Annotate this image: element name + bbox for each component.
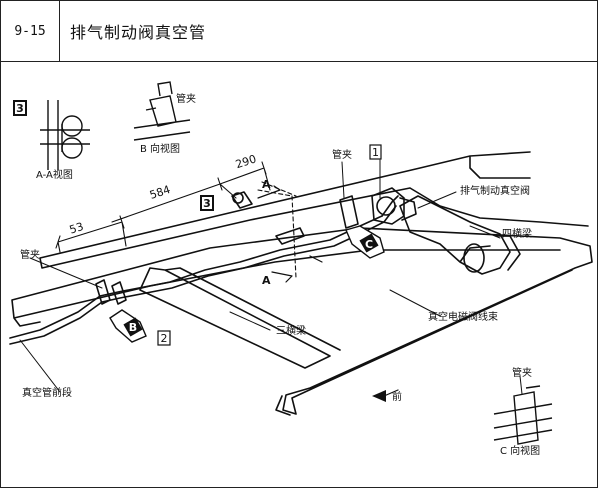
diagram-frame (0, 62, 598, 488)
front-arrow-icon (372, 390, 386, 402)
label-view-b: B 向视图 (140, 142, 180, 155)
label-clamp-c: 管夹 (512, 366, 532, 379)
section-header: 9-15 排气制动阀真空管 (0, 0, 598, 62)
callout-3a-text: 3 (16, 102, 24, 115)
crossmember-3 (139, 267, 341, 369)
left-pipe-clamp (95, 279, 127, 305)
front-side-rail (11, 227, 593, 415)
label-solenoid-harness: 真空电磁阀线束 (428, 310, 498, 323)
callout-1-text: 1 (372, 146, 379, 159)
label-clamp-top: 管夹 (332, 148, 352, 161)
label-clamp-left: 管夹 (20, 248, 40, 261)
clamp-c-view (493, 385, 553, 445)
callout-box-1: 1 (369, 144, 382, 160)
label-crossmember-3: 三横梁 (276, 324, 306, 337)
view-c-arrow-letter: C (365, 238, 373, 251)
label-view-aa: A-A视图 (36, 168, 73, 181)
section-title: 排气制动阀真空管 (70, 23, 207, 42)
section-number: 9-15 (1, 1, 60, 61)
clamp-b-view (133, 81, 191, 141)
callout-2-text: 2 (161, 332, 168, 345)
dimension-lines (55, 161, 271, 253)
label-front: 前 (392, 390, 402, 403)
section-aa-view (40, 100, 90, 170)
callout-box-2: 2 (157, 330, 171, 346)
section-a-lower: A (262, 274, 271, 287)
label-clamp-b: 管夹 (176, 92, 196, 105)
upper-pipe-clamp (339, 195, 359, 229)
valve-bracket (275, 227, 305, 245)
dim-584: 584 (148, 183, 172, 202)
exhaust-valve-body (371, 187, 405, 225)
callout-3b-text: 3 (203, 197, 211, 210)
rear-side-rail (39, 151, 589, 269)
label-exhaust-valve: 排气制动真空阀 (460, 184, 530, 197)
view-b-arrow-letter: B (129, 321, 137, 334)
view-b-arrow: B (109, 309, 147, 343)
vacuum-pipe (9, 215, 385, 345)
view-c-arrow: C (345, 225, 385, 259)
dim-290: 290 (234, 152, 258, 171)
section-a-upper: A (262, 178, 271, 191)
label-vacuum-front: 真空管前段 (22, 386, 72, 399)
callout-box-3-main: 3 (200, 195, 214, 211)
callout-box-3-aa: 3 (13, 100, 27, 116)
dim-53: 53 (68, 220, 85, 237)
label-view-c: C 向视图 (500, 444, 540, 457)
label-crossmember-4: 四横梁 (502, 227, 532, 240)
